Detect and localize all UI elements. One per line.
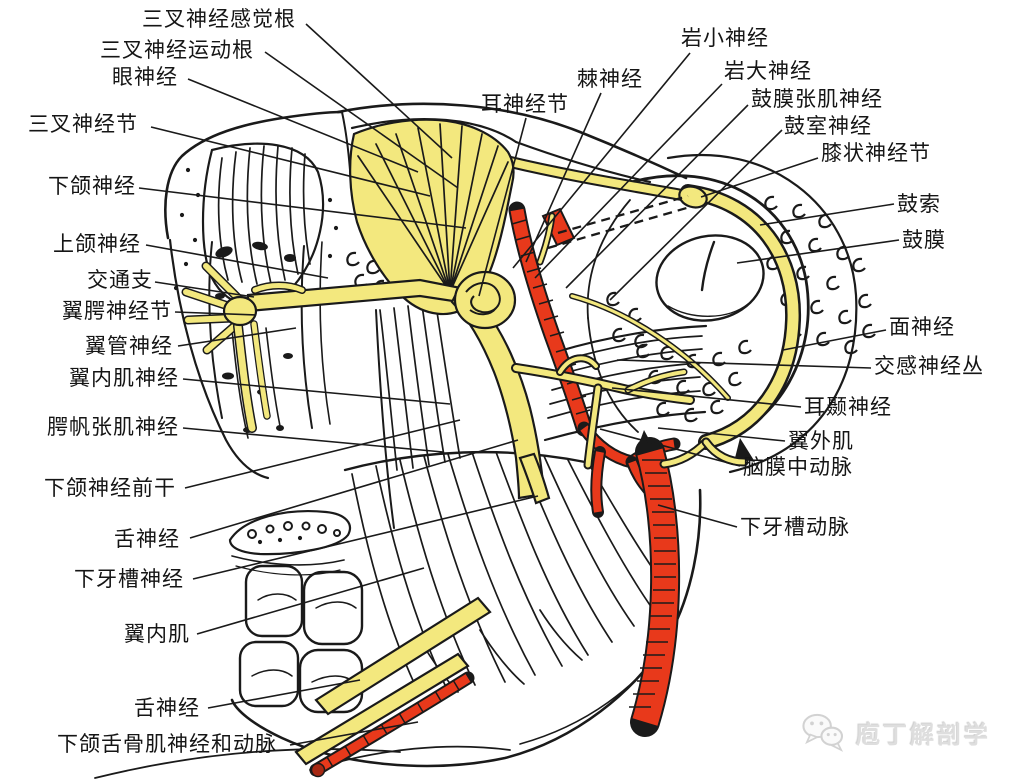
label-geniculate-ganglion: 膝状神经节 bbox=[821, 141, 931, 165]
label-greater-petrosal-nerve: 岩大神经 bbox=[724, 59, 812, 83]
inferior-alveolar-artery-shape bbox=[629, 430, 681, 737]
label-chorda-tympani: 鼓索 bbox=[897, 192, 941, 216]
label-pterygopalatine-ganglion: 翼腭神经节 bbox=[62, 299, 172, 323]
otic-ganglion-shape bbox=[453, 270, 517, 330]
label-nerve-to-tensor-tympani: 鼓膜张肌神经 bbox=[751, 87, 883, 111]
leader-lines bbox=[138, 23, 900, 746]
facial-nerve-arc bbox=[569, 184, 802, 469]
geniculate-ganglion-shape bbox=[678, 185, 708, 209]
label-medial-pterygoid-muscle: 翼内肌 bbox=[124, 622, 190, 646]
label-tympanic-membrane: 鼓膜 bbox=[902, 228, 946, 252]
nervus-spinosus-shape bbox=[536, 212, 556, 266]
label-ophthalmic-nerve: 眼神经 bbox=[112, 65, 178, 89]
label-trigeminal-sensory-root: 三叉神经感觉根 bbox=[142, 7, 296, 31]
tensor-veli-palatini-fibers bbox=[375, 304, 461, 529]
label-inferior-alveolar-nerve: 下牙槽神经 bbox=[74, 567, 184, 591]
label-nervus-spinosus: 棘神经 bbox=[577, 67, 643, 91]
watermark-text: 庖丁解剖学 bbox=[856, 720, 991, 749]
trigeminal-nerve-fan bbox=[349, 118, 694, 316]
malleus-handle bbox=[700, 240, 716, 292]
tympanic-membrane-shape bbox=[655, 234, 765, 322]
label-tympanic-nerve: 鼓室神经 bbox=[784, 114, 872, 138]
label-maxillary-nerve: 上颌神经 bbox=[53, 232, 141, 256]
medial-pterygoid-muscle-mass bbox=[94, 450, 702, 779]
label-sympathetic-plexus: 交感神经丛 bbox=[874, 354, 984, 378]
label-lingual-nerve-lower: 舌神经 bbox=[134, 696, 200, 720]
bone-hatching bbox=[217, 145, 311, 285]
label-nerve-to-tensor-veli-palatini: 腭帆张肌神经 bbox=[47, 415, 179, 439]
label-trigeminal-motor-root: 三叉神经运动根 bbox=[100, 38, 254, 62]
label-lateral-pterygoid-muscle: 翼外肌 bbox=[788, 429, 854, 453]
label-mylohyoid-nerve-and-artery: 下颌舌骨肌神经和动脉 bbox=[57, 732, 277, 756]
lingual-nerve-lower-band bbox=[314, 596, 492, 716]
label-facial-nerve: 面神经 bbox=[889, 315, 955, 339]
fan-striations bbox=[357, 123, 509, 293]
label-communicating-branch: 交通支 bbox=[87, 268, 153, 292]
styloid-wedge bbox=[735, 438, 755, 462]
label-otic-ganglion: 耳神经节 bbox=[481, 92, 569, 116]
petrosal-dashed-lines bbox=[547, 194, 691, 250]
label-nerve-of-pterygoid-canal: 翼管神经 bbox=[85, 334, 173, 358]
label-middle-meningeal-artery: 脑膜中动脉 bbox=[743, 455, 853, 479]
label-lesser-petrosal-nerve: 岩小神经 bbox=[681, 26, 769, 50]
label-mandibular-nerve: 下颌神经 bbox=[48, 174, 136, 198]
label-auriculotemporal-nerve: 耳颞神经 bbox=[804, 395, 892, 419]
label-nerve-to-medial-pterygoid: 翼内肌神经 bbox=[69, 366, 179, 390]
label-trigeminal-ganglion: 三叉神经节 bbox=[28, 112, 138, 136]
wechat-icon bbox=[802, 713, 844, 752]
label-inferior-alveolar-artery: 下牙槽动脉 bbox=[740, 515, 850, 539]
label-lingual-nerve-upper: 舌神经 bbox=[114, 527, 180, 551]
label-anterior-trunk-of-mandibular-nerve: 下颌神经前干 bbox=[44, 476, 176, 500]
watermark: 庖丁解剖学 bbox=[800, 708, 991, 756]
